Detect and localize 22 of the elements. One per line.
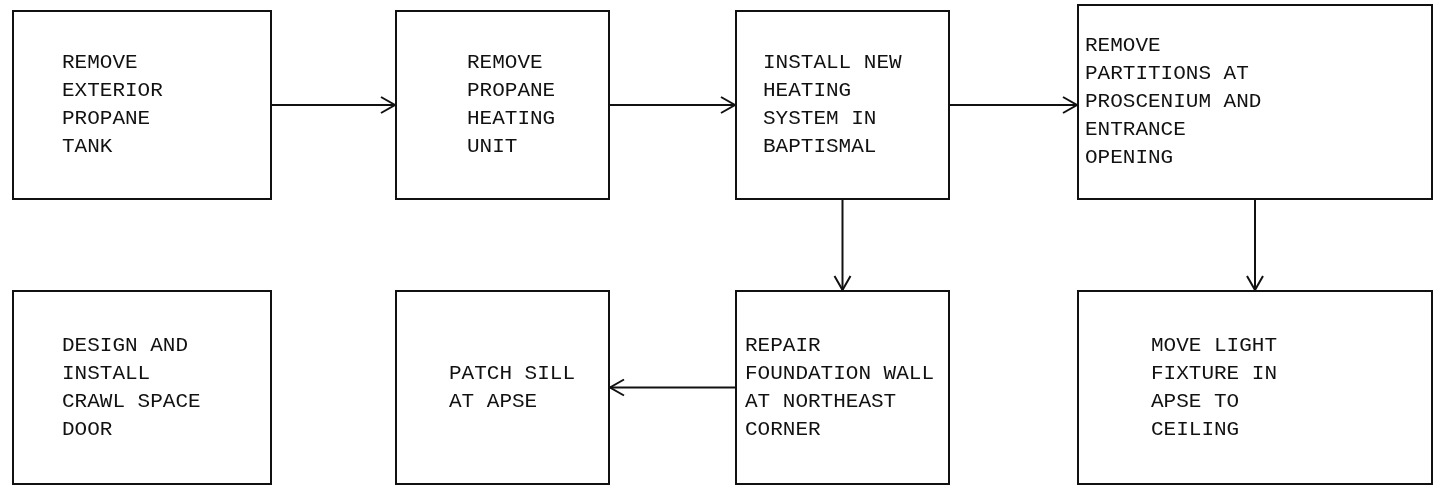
box-label: REMOVE PROPANE HEATING UNIT bbox=[467, 50, 557, 160]
box-label: REMOVE PARTITIONS AT PROSCENIUM AND ENTRANCE OPENING bbox=[1085, 33, 1263, 171]
process-box bbox=[735, 10, 950, 200]
process-box bbox=[12, 10, 272, 200]
process-box bbox=[1077, 290, 1433, 485]
arrow bbox=[609, 96, 736, 114]
box-label: REPAIR FOUNDATION WALL AT NORTHEAST CORNER bbox=[745, 332, 935, 443]
process-box bbox=[395, 10, 610, 200]
arrow bbox=[271, 96, 396, 114]
arrow bbox=[1246, 199, 1264, 291]
box-label: PATCH SILL AT APSE bbox=[449, 360, 577, 415]
box-label: DESIGN AND INSTALL CRAWL SPACE DOOR bbox=[62, 332, 202, 443]
process-box bbox=[395, 290, 610, 485]
box-label: INSTALL NEW HEATING SYSTEM IN BAPTISMAL bbox=[763, 50, 903, 160]
process-box bbox=[1077, 4, 1433, 200]
box-label: REMOVE EXTERIOR PROPANE TANK bbox=[62, 50, 164, 160]
process-box bbox=[12, 290, 272, 485]
arrow bbox=[833, 199, 852, 291]
arrow bbox=[949, 96, 1078, 114]
box-label: MOVE LIGHT FIXTURE IN APSE TO CEILING bbox=[1151, 332, 1279, 443]
process-box bbox=[735, 290, 950, 485]
arrow bbox=[609, 378, 736, 397]
